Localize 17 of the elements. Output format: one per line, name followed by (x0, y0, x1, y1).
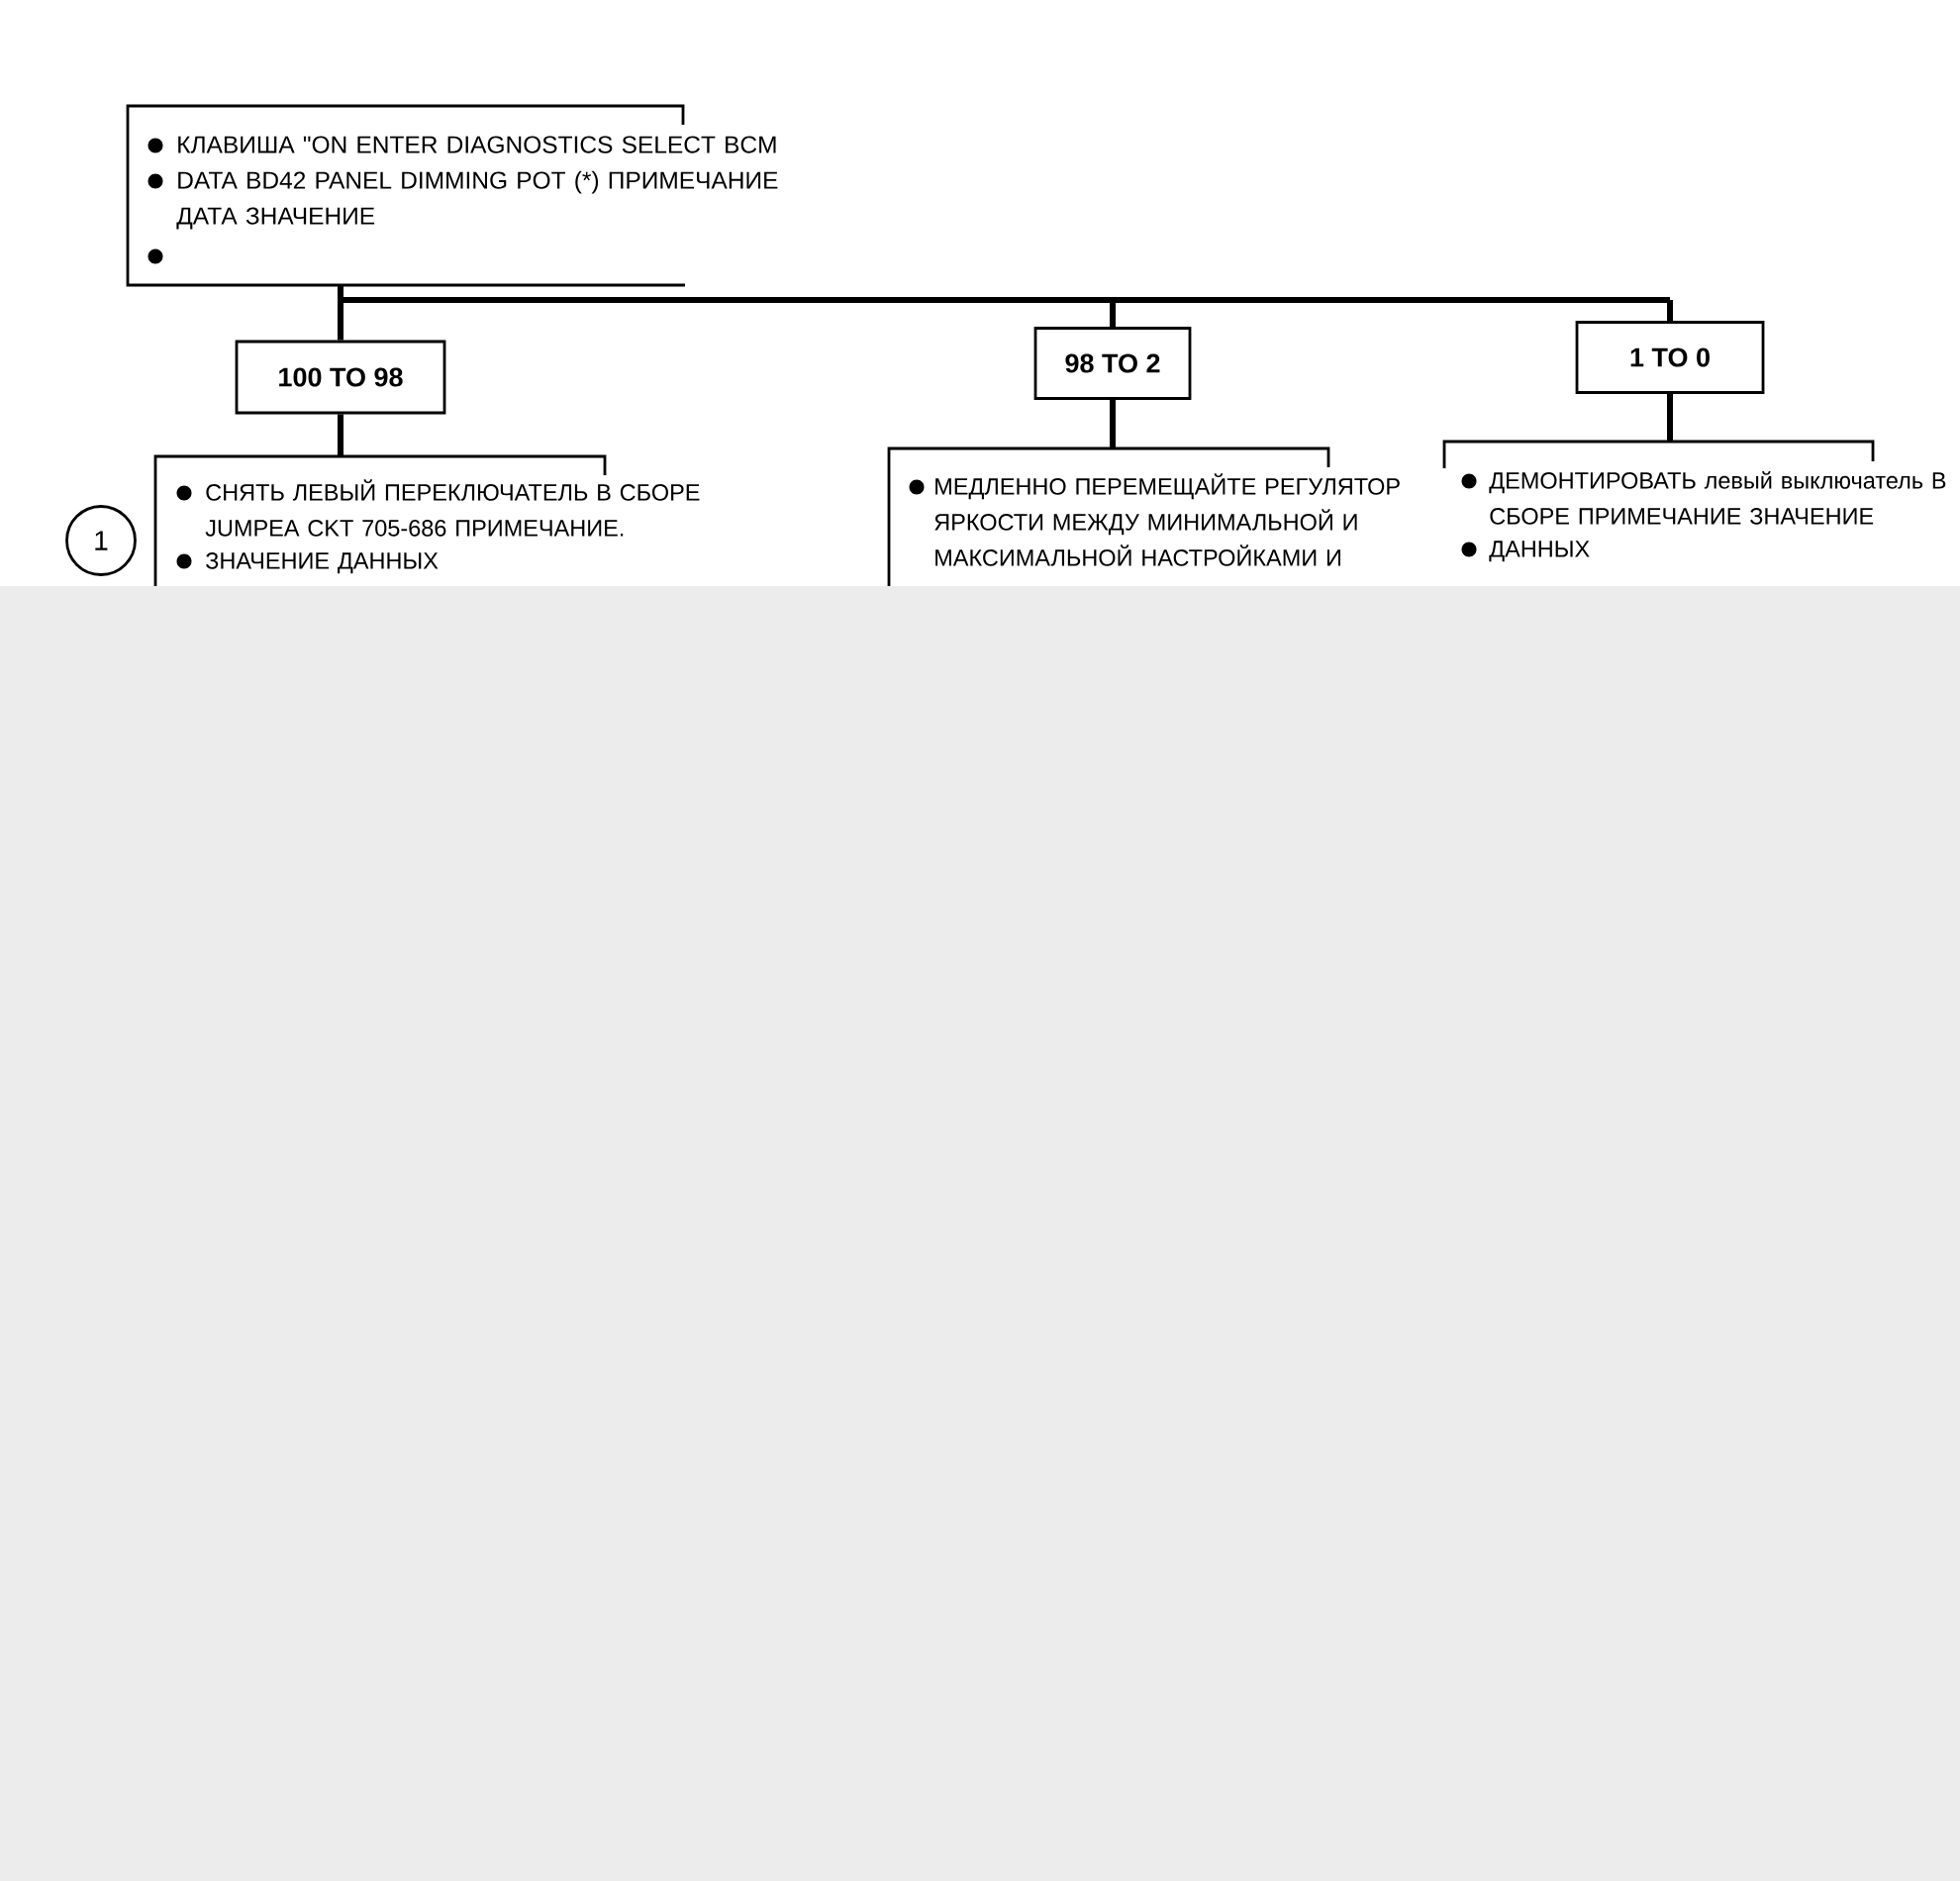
bullet-text: DATA BD42 PANEL DIMMING POT (*) ПРИМЕЧАНИЕ ДАТА ЗНАЧЕНИЕ (176, 170, 778, 230)
bullet-text: МЕДЛЕННО ПЕРЕМЕЩАЙТЕ РЕГУЛЯТОР ЯРКОСТИ МЕЖДУ МИНИМАЛЬНОЙ И МАКСИМАЛЬНОЙ НАСТРОЙКАМИ И (934, 473, 1400, 566)
range-box: 100 TO 98 (235, 340, 446, 415)
connector-line (1110, 399, 1116, 448)
bullet-text: КЛАВИША "ON ENTER DIAGNOSTICS SELECT BCM (178, 136, 776, 153)
bullet-text: ДЕМОНТИРОВАТЬ левый выключатель В СБОРЕ ПРИМЕЧАНИЕ ЗНАЧЕНИЕ (1489, 471, 1946, 525)
bullet-text: СНЯТЬ ЛЕВЫЙ ПЕРЕКЛЮЧАТЕЛЬ В СБОРЕ JUMPEA CKT 705-686 ПРИМЕЧАНИЕ. (205, 479, 700, 537)
connector-line (1667, 393, 1673, 442)
text-box (1442, 440, 1946, 562)
connector-line (338, 414, 343, 456)
bullet-text: ЗНАЧЕНИЕ ДАННЫХ (205, 552, 439, 574)
text-box (126, 104, 778, 287)
range-box: 98 TO 2 (1033, 327, 1192, 400)
bullet-text: ДАННЫХ (1489, 541, 1590, 562)
text-box (887, 446, 1400, 586)
text-box (153, 454, 700, 586)
range-box: 1 TO 0 (1575, 321, 1765, 394)
